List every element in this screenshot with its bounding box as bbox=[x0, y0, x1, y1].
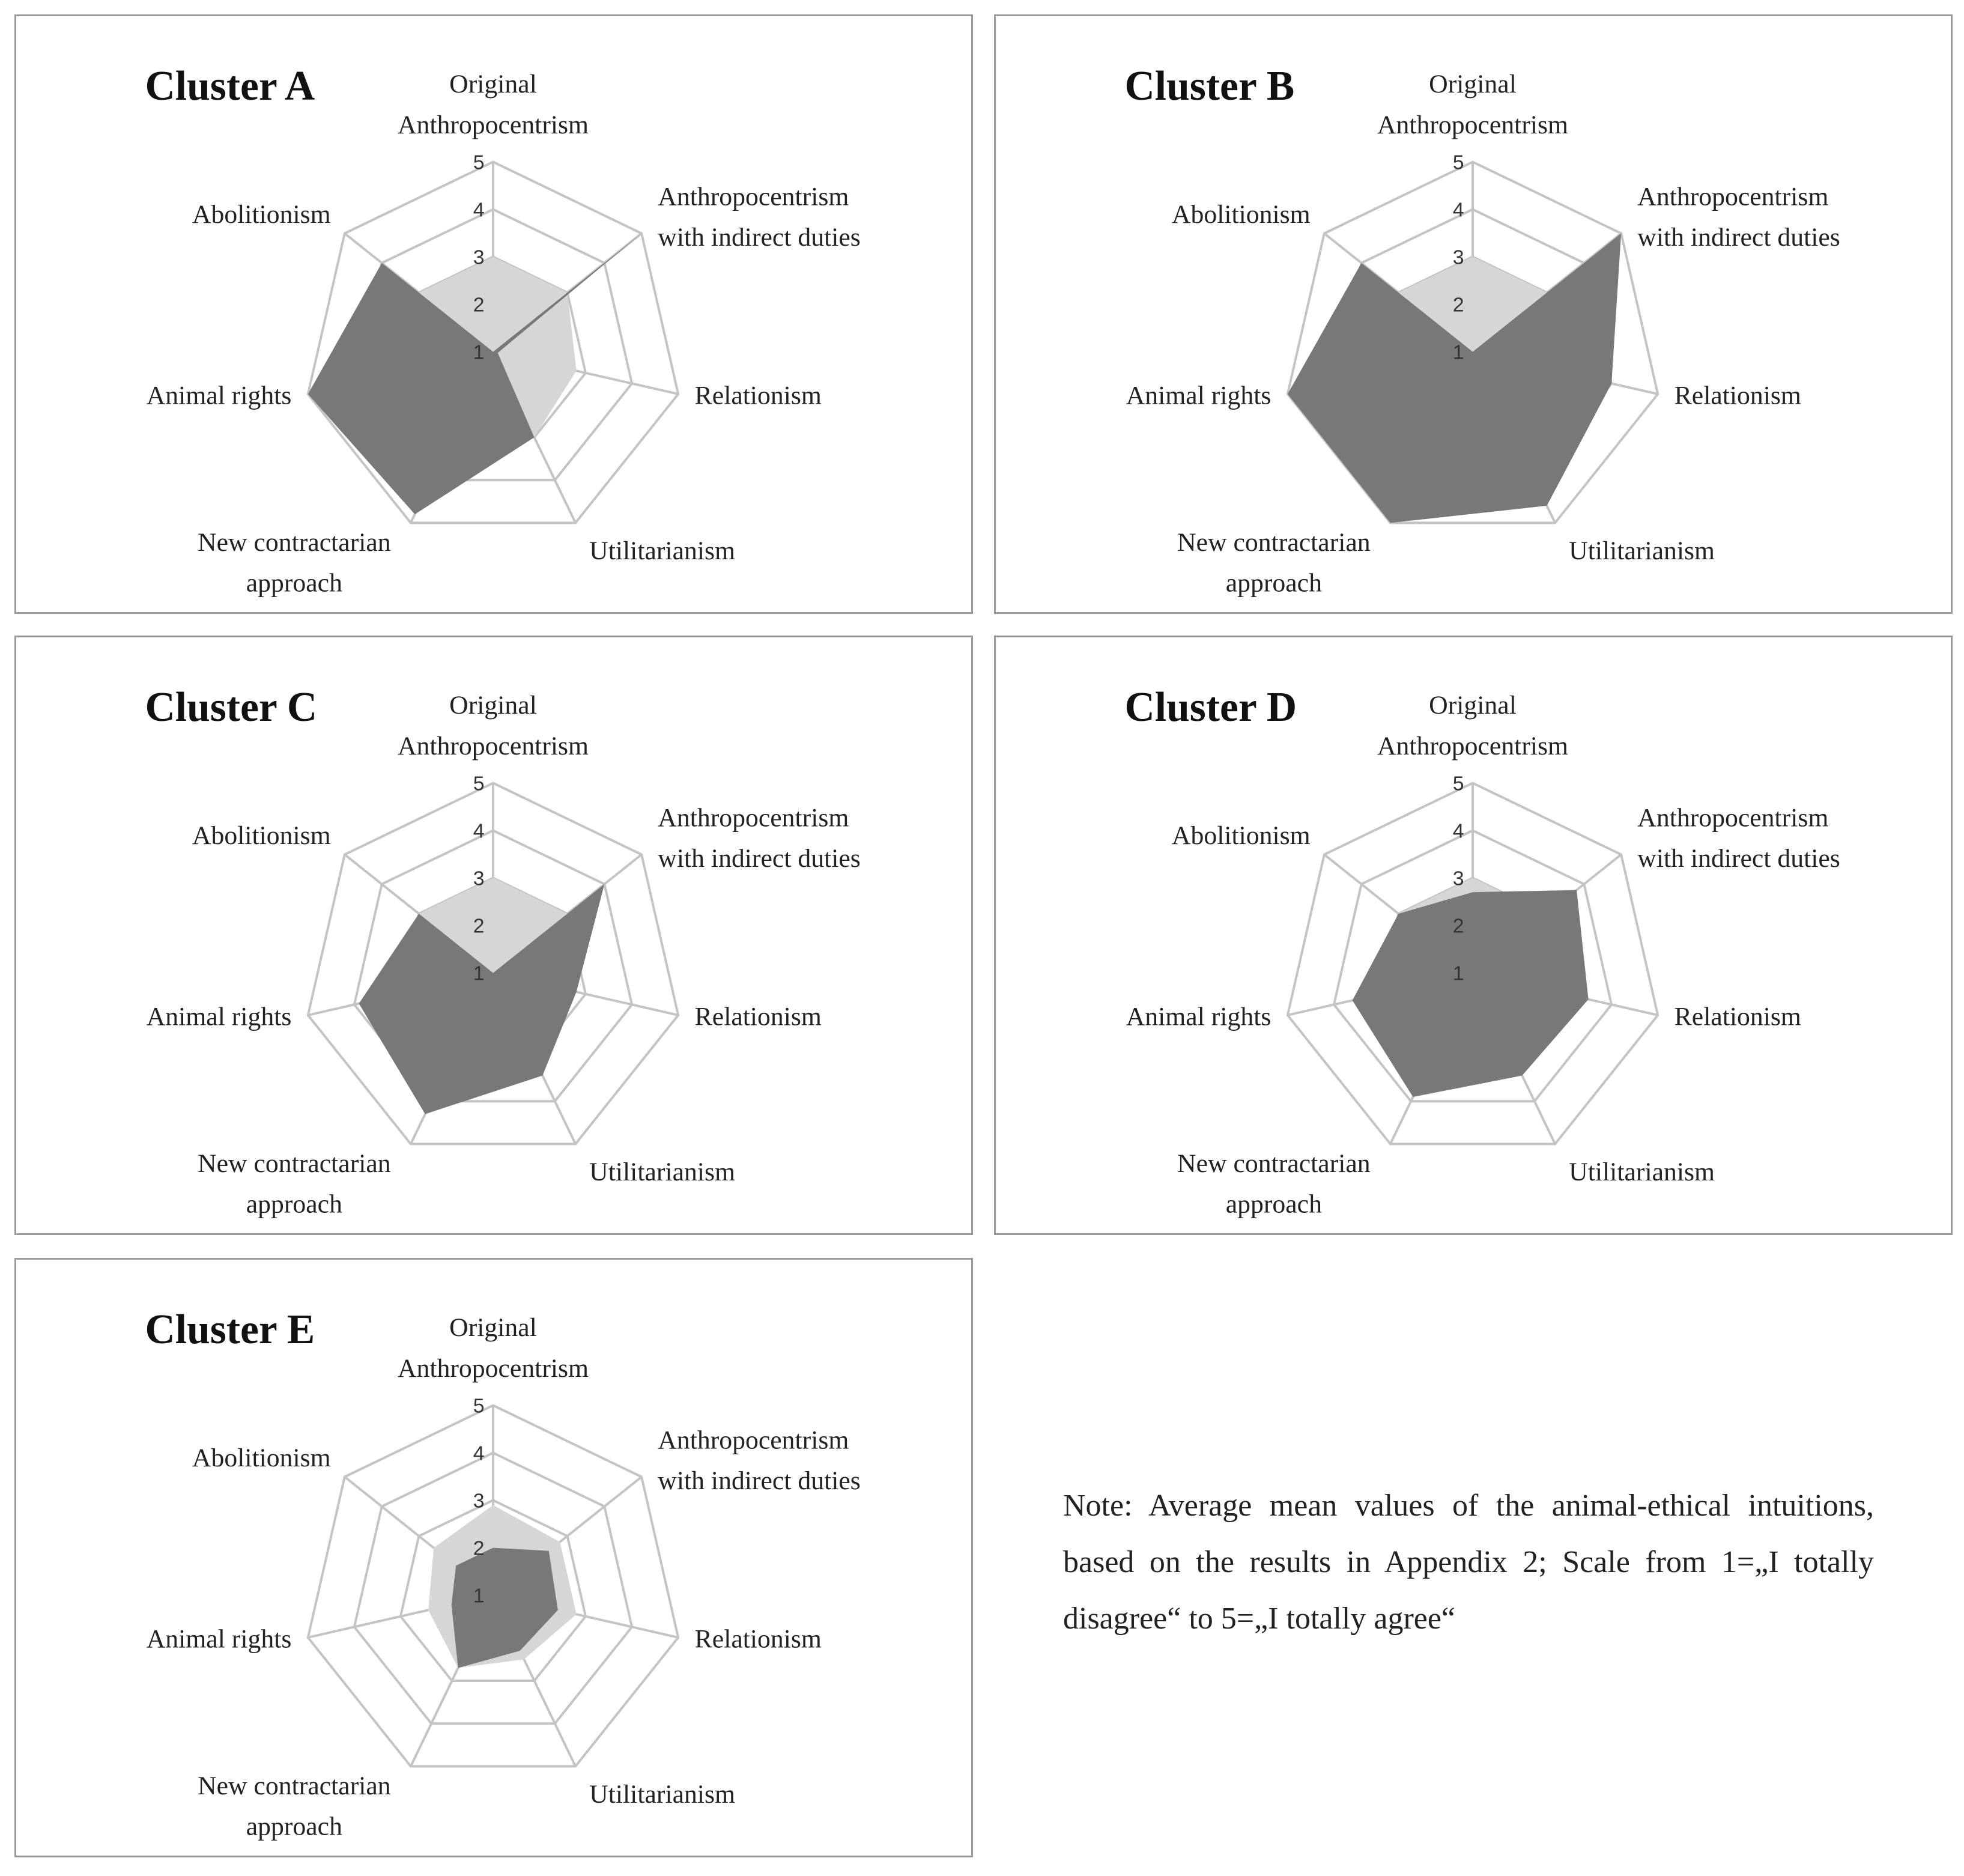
axis-label: Utilitarianism bbox=[1569, 1158, 1715, 1186]
tick-label: 3 bbox=[473, 867, 485, 890]
grid-ring bbox=[306, 160, 680, 524]
chart-title: Cluster A bbox=[145, 63, 315, 109]
tick-label: 2 bbox=[1453, 915, 1464, 938]
axis-label: Abolitionism bbox=[192, 821, 331, 850]
tick-label: 5 bbox=[473, 772, 485, 795]
chart-title: Cluster E bbox=[145, 1307, 315, 1353]
axis-label: Animal rights bbox=[147, 1003, 292, 1031]
axis-label: Utilitarianism bbox=[589, 1158, 735, 1186]
tick-label: 2 bbox=[473, 915, 485, 938]
tick-label: 3 bbox=[1453, 867, 1464, 890]
grid-ring bbox=[306, 1404, 680, 1768]
axis-label: Animal rights bbox=[147, 381, 292, 410]
axis-label: Relationism bbox=[1675, 1003, 1801, 1031]
grid-ring bbox=[1286, 782, 1659, 1146]
tick-label: 4 bbox=[1453, 819, 1464, 842]
tick-label: 4 bbox=[473, 198, 485, 221]
tick-label: 4 bbox=[473, 819, 485, 842]
axis-label: Animal rights bbox=[1126, 381, 1271, 410]
tick-label: 1 bbox=[1453, 341, 1464, 364]
tick-label: 3 bbox=[1453, 246, 1464, 269]
grid-ring bbox=[399, 1499, 587, 1683]
tick-label: 1 bbox=[1453, 962, 1464, 985]
axis-label: Utilitarianism bbox=[1569, 536, 1715, 565]
grid-ring bbox=[353, 1451, 634, 1725]
axis-label: Relationism bbox=[1675, 381, 1801, 410]
chart-title: Cluster D bbox=[1125, 684, 1297, 730]
axis-label: Abolitionism bbox=[192, 1443, 331, 1472]
axis-label: Abolitionism bbox=[1172, 821, 1311, 850]
figure-note: Note: Average mean values of the animal-… bbox=[1063, 1489, 1874, 1636]
axis-label: Relationism bbox=[695, 381, 822, 410]
series-primary-area bbox=[1287, 233, 1622, 523]
chart-title: Cluster B bbox=[1125, 63, 1295, 109]
tick-label: 3 bbox=[473, 246, 485, 269]
axis-label: Relationism bbox=[695, 1003, 822, 1031]
axis-label: Abolitionism bbox=[192, 200, 331, 229]
series-primary-area bbox=[1352, 890, 1589, 1097]
series-primary-area bbox=[308, 233, 642, 515]
tick-label: 1 bbox=[473, 341, 485, 364]
series-primary-area bbox=[451, 1547, 558, 1668]
axis-label: Utilitarianism bbox=[589, 536, 735, 565]
tick-label: 2 bbox=[473, 294, 485, 317]
tick-label: 3 bbox=[473, 1490, 485, 1513]
chart-title: Cluster C bbox=[145, 684, 318, 730]
grid-ring bbox=[353, 829, 634, 1103]
tick-label: 4 bbox=[1453, 198, 1464, 221]
axis-label: Relationism bbox=[695, 1625, 822, 1654]
tick-label: 5 bbox=[473, 1394, 485, 1417]
axis-label: Animal rights bbox=[1126, 1003, 1271, 1031]
axis-label: Animal rights bbox=[147, 1625, 292, 1654]
grid-ring bbox=[1286, 160, 1659, 524]
tick-label: 5 bbox=[1453, 772, 1464, 795]
grid-ring bbox=[306, 782, 680, 1146]
tick-label: 5 bbox=[1453, 151, 1464, 174]
axis-label: Utilitarianism bbox=[589, 1780, 735, 1809]
tick-label: 2 bbox=[473, 1537, 485, 1560]
series-primary-area bbox=[359, 884, 605, 1114]
grid-ring bbox=[1332, 829, 1613, 1103]
tick-label: 1 bbox=[473, 1585, 485, 1607]
tick-label: 1 bbox=[473, 962, 485, 985]
tick-label: 2 bbox=[1453, 294, 1464, 317]
tick-label: 5 bbox=[473, 151, 485, 174]
tick-label: 4 bbox=[473, 1442, 485, 1465]
axis-label: Abolitionism bbox=[1172, 200, 1311, 229]
